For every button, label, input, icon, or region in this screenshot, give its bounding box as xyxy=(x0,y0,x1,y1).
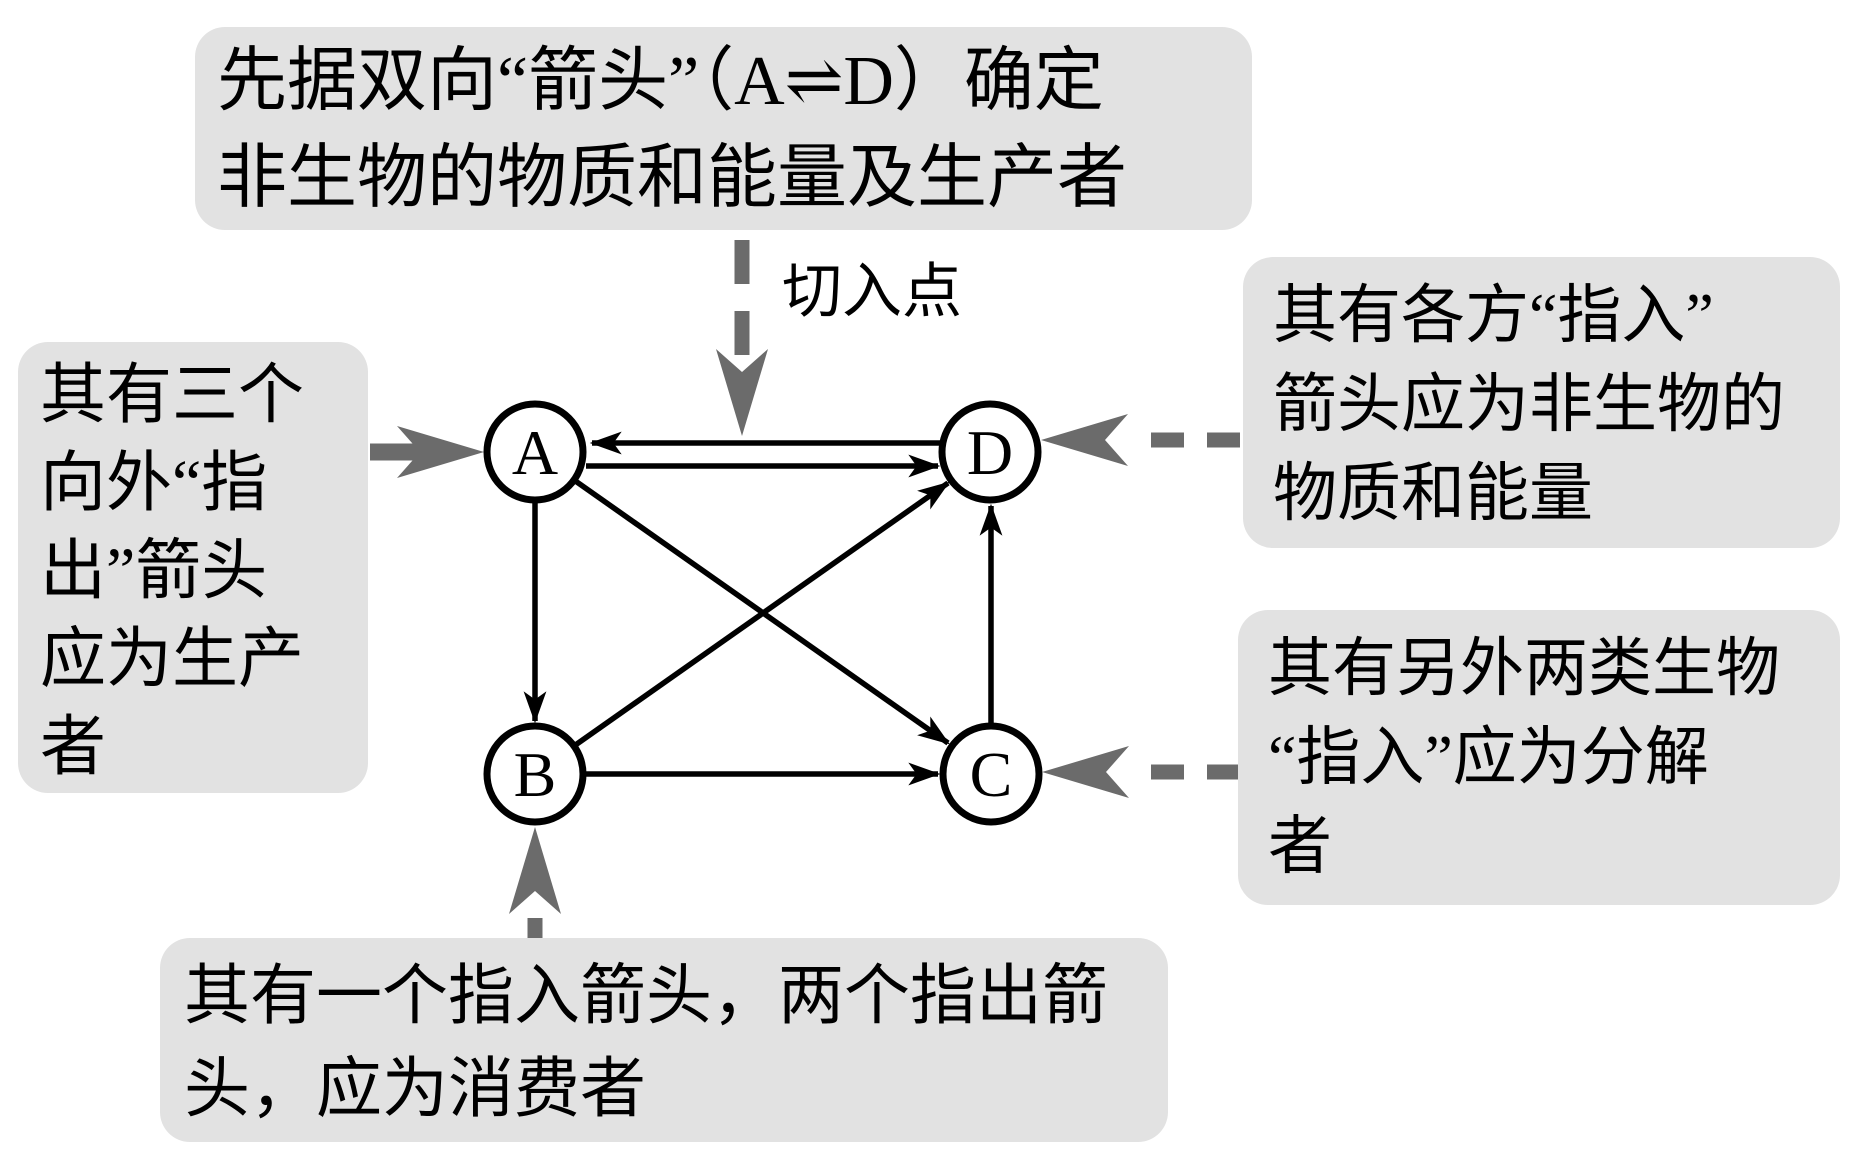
entry-point-arrowhead xyxy=(716,349,768,436)
edge-b-to-d xyxy=(572,480,950,749)
node-b: B xyxy=(483,722,587,826)
node-d-label: D xyxy=(967,417,1013,488)
right-top-callout-arrowhead xyxy=(1041,414,1128,466)
node-c-label: C xyxy=(970,739,1013,810)
left-callout-arrowhead xyxy=(397,426,484,478)
callout-right-top-line-3: 物质和能量 xyxy=(1273,458,1593,529)
entry-point-label: 切入点 xyxy=(782,259,962,325)
callout-right-bottom-line-3: 者 xyxy=(1268,811,1332,882)
callout-left-line-1: 其有三个 xyxy=(40,359,304,432)
callout-left-line-2: 向外“指 xyxy=(40,447,268,520)
callout-right-bottom: 其有另外两类生物 “指入”应为分解 者 xyxy=(1238,610,1840,905)
entry-point-arrow xyxy=(716,240,768,436)
node-c-circle xyxy=(939,722,1043,826)
node-a: A xyxy=(483,400,587,504)
nodes: A D B C xyxy=(483,400,1043,826)
callout-arrows xyxy=(370,240,1240,940)
right-bottom-callout-arrowhead xyxy=(1042,746,1129,798)
callout-bottom-line-2: 头，应为消费者 xyxy=(184,1053,646,1126)
node-b-label: B xyxy=(514,739,557,810)
node-b-circle xyxy=(483,722,587,826)
node-a-label: A xyxy=(512,417,558,488)
callout-top-line-2: 非生物的物质和能量及生产者 xyxy=(217,140,1127,217)
callout-left: 其有三个 向外“指 出”箭头 应为生产 者 xyxy=(18,342,368,793)
callout-bottom-line-1: 其有一个指入箭头，两个指出箭 xyxy=(184,960,1108,1033)
callout-top-line-1: 先据双向“箭头”（A⇌D）确定 xyxy=(217,43,1104,120)
callout-right-bottom-line-2: “指入”应为分解 xyxy=(1268,722,1709,793)
callout-top: 先据双向“箭头”（A⇌D）确定 非生物的物质和能量及生产者 xyxy=(195,27,1252,230)
callout-right-top-line-1: 其有各方“指入” xyxy=(1273,280,1714,351)
callout-right-top: 其有各方“指入” 箭头应为非生物的 物质和能量 xyxy=(1243,257,1840,548)
node-d: D xyxy=(938,400,1042,504)
bottom-callout-arrowhead xyxy=(509,827,561,914)
node-a-circle xyxy=(483,400,587,504)
node-c: C xyxy=(939,722,1043,826)
callout-right-top-line-2: 箭头应为非生物的 xyxy=(1273,369,1785,440)
right-top-callout-arrow xyxy=(1041,414,1240,466)
bottom-callout-arrow xyxy=(509,827,561,940)
callout-left-line-5: 者 xyxy=(40,711,106,784)
right-bottom-callout-arrow xyxy=(1042,746,1240,798)
node-d-circle xyxy=(938,400,1042,504)
callout-bottom: 其有一个指入箭头，两个指出箭 头，应为消费者 xyxy=(160,938,1168,1142)
callout-left-line-3: 出”箭头 xyxy=(40,535,268,608)
callout-left-line-4: 应为生产 xyxy=(40,623,304,696)
food-web-edges xyxy=(523,431,1003,786)
callout-right-bottom-line-1: 其有另外两类生物 xyxy=(1268,633,1780,704)
left-callout-arrow xyxy=(370,426,484,478)
